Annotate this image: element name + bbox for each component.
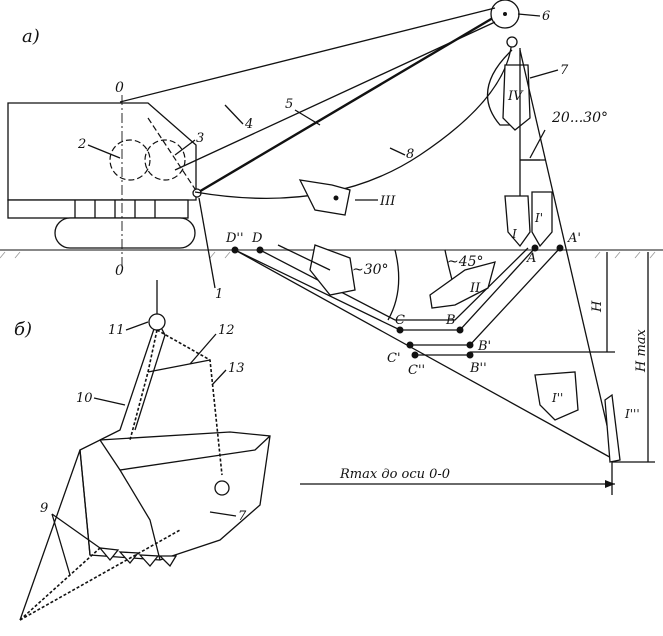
label-bucket-iii: III [379,194,396,209]
drag-chain-2 [19,529,181,621]
callout-6: 6 [542,9,550,24]
callout-8: 8 [406,147,414,162]
label-point-c2: C'' [408,363,425,378]
drum-2 [109,139,151,181]
angle-label-20-30: 20...30° [551,110,608,126]
machine-body [7,102,197,201]
drag-rope [194,37,513,199]
bucket-iii [298,179,351,216]
callout-7: 7 [560,63,569,78]
hitch-sheave [148,313,166,331]
axis-label-bottom: 0 [115,263,124,279]
dim-rmax-label: Rmax до оси 0-0 [339,467,450,482]
bucket-i-prime [531,191,553,248]
callout-12: 12 [218,323,235,338]
angle-label-30: ~30° [352,262,389,278]
cut-profile-cd [234,247,536,331]
dim-hmax-label: H max [634,328,649,373]
bucket-body [79,431,271,561]
bucket-i-triple [604,393,621,463]
bucket-teeth [98,547,178,568]
callout-1: 1 [215,287,223,302]
bucket-i-double [534,371,579,421]
callout-5: 5 [285,97,293,112]
label-point-b: B [445,313,456,328]
track-rollers [74,200,156,218]
profile-points [231,244,564,359]
cut-max-line [234,249,616,461]
label-bucket-i-triple: I''' [624,407,640,421]
label-part-b: б) [14,319,32,340]
boom-support-dashed [147,117,198,193]
label-point-a: A [526,251,536,266]
bucket-ii [429,261,496,309]
callout-11: 11 [108,323,125,338]
chain-left [129,329,158,441]
bucket-iv [502,64,531,131]
crawler-track [54,217,196,249]
drag-chain-1 [19,547,101,621]
chain-right [156,329,223,476]
label-bucket-i: I [511,227,517,241]
dim-h-label: H [590,300,605,313]
bucket-rope-iv [486,49,520,126]
callout-10: 10 [76,391,93,406]
drum-3 [144,139,186,181]
label-point-c1: C' [387,351,401,366]
label-bucket-i-prime: I' [534,211,543,225]
label-point-d: D [251,231,263,246]
label-point-b1: B' [477,339,491,354]
label-bucket-i-double: I'' [551,391,563,405]
bucket-digging [309,244,356,296]
label-bucket-ii: II [469,281,481,296]
callout-9: 9 [40,501,48,516]
callout-4: 4 [244,117,253,132]
label-point-b2: B'' [469,361,487,376]
callout-13: 13 [228,361,245,376]
boom-pendant-rope [119,7,496,103]
angle-label-45: ~45° [447,254,484,270]
callout-7b: 7 [238,509,247,524]
spreader-bar [147,359,211,373]
bucket-i [504,195,531,248]
label-point-d2: D'' [225,231,244,246]
machine-base [7,199,189,219]
callout-2: 2 [77,137,86,152]
ground-hatching [0,251,656,259]
bucket-arch [99,319,158,441]
hoist-rope [174,21,496,171]
slant-rope [519,49,616,461]
label-point-a1: A' [567,231,581,246]
label-point-c: C [395,313,405,328]
axis-label-top: 0 [115,80,124,96]
callout-3: 3 [196,131,204,146]
label-part-a: а) [22,26,40,47]
label-bucket-iv: IV [507,89,524,104]
